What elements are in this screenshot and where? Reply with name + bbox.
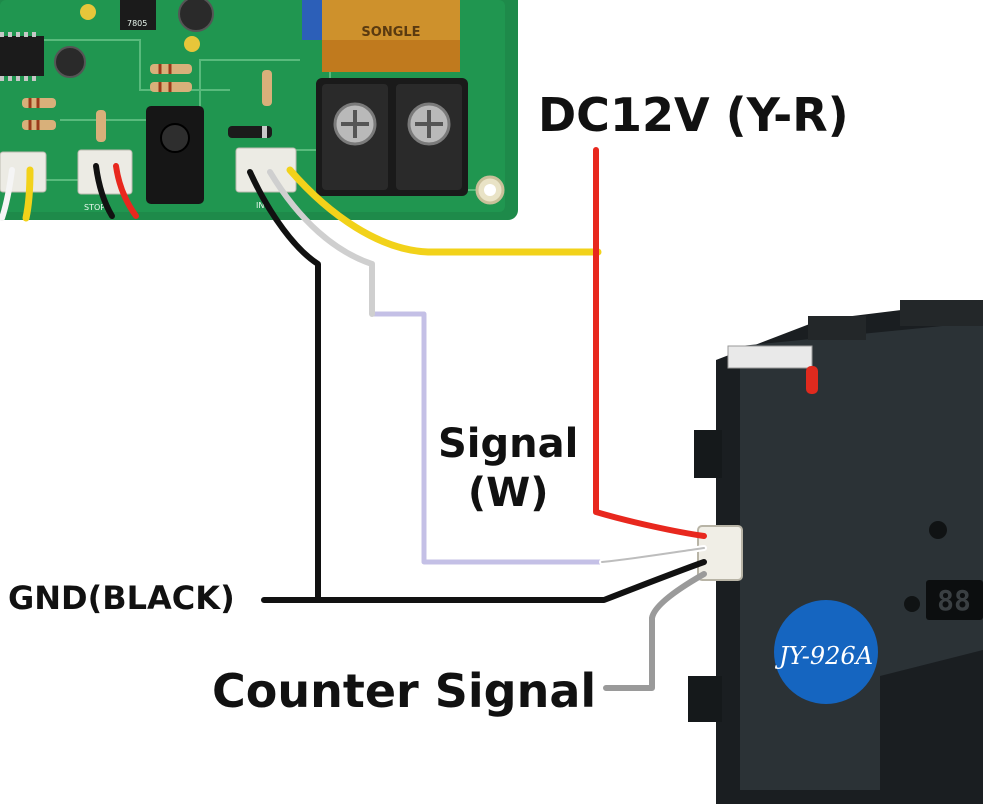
- device-sticker: [727, 345, 813, 369]
- relay-brand-text: SONGLE: [361, 25, 420, 40]
- wire-signal-outline: [601, 547, 705, 563]
- ground-label: GND(BLACK): [8, 579, 235, 617]
- set-button: [904, 596, 920, 612]
- signal-label-line2: (W): [467, 469, 549, 516]
- pcb-mounting-hole-center: [484, 184, 496, 196]
- pcb-silk-label: STOP: [84, 203, 105, 212]
- device-top-rail: [808, 316, 866, 340]
- digit-display-text: 88: [937, 584, 971, 617]
- device-connector: [697, 525, 743, 581]
- counter-signal-label: Counter Signal: [212, 664, 597, 718]
- signal-label: Signal (W): [438, 420, 578, 518]
- wire-ground: [247, 169, 321, 603]
- potentiometer: [302, 0, 322, 40]
- screw-slot: [415, 110, 443, 138]
- pcb-silk-label: 7805: [127, 19, 147, 28]
- model-badge-text: JY-926A: [774, 642, 873, 670]
- pcb-silk-label: IN: [256, 201, 264, 210]
- resistor-bands: [28, 64, 172, 130]
- electrolytic-capacitor: [54, 46, 86, 78]
- voltage-regulator: [120, 0, 156, 30]
- signal-label-line1: Signal: [438, 421, 579, 467]
- status-led: [806, 366, 818, 394]
- model-badge: [774, 600, 878, 704]
- wire-counter-signal: [603, 571, 707, 691]
- ic-chip-pins: [0, 32, 36, 81]
- device-top-rail: [900, 300, 983, 326]
- power-label: DC12V (Y-R): [538, 88, 849, 142]
- dc-barrel-jack-socket: [160, 123, 190, 153]
- wire-signal-white: [267, 169, 375, 317]
- mode-button: [929, 521, 947, 539]
- dc-barrel-jack: [146, 106, 204, 204]
- left-connector-wires: [0, 163, 139, 222]
- wire-ground: [261, 559, 707, 603]
- relay-lower: [322, 40, 460, 72]
- wire-power-red: [593, 147, 707, 539]
- ceramic-capacitor: [184, 36, 200, 52]
- wire-power-yellow: [286, 166, 602, 256]
- wires: [247, 147, 707, 691]
- screw-slot: [341, 110, 369, 138]
- diode-band: [262, 126, 267, 138]
- device-clip: [694, 430, 722, 478]
- electrolytic-capacitor: [178, 0, 214, 32]
- device-clip: [688, 676, 722, 722]
- ceramic-capacitor: [80, 4, 96, 20]
- digit-display: [926, 580, 983, 620]
- diode: [228, 126, 272, 138]
- ic-chip: [0, 36, 44, 76]
- coin-acceptor-device: [688, 300, 983, 804]
